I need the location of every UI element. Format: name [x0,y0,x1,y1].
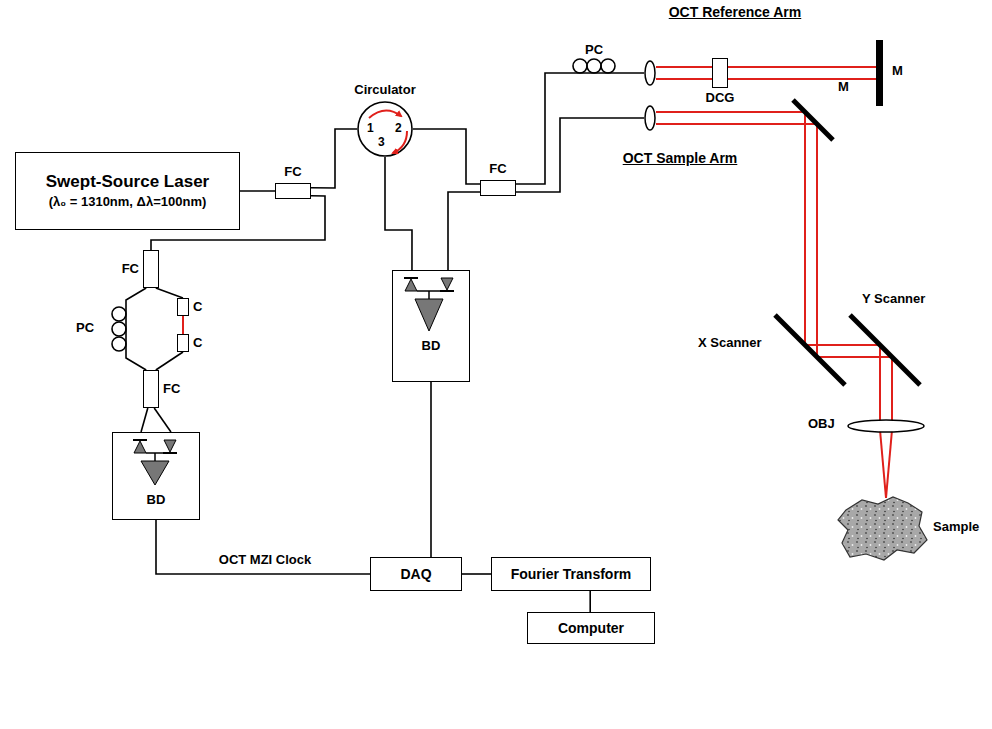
collimator-lens [645,106,655,130]
reference-beam [728,67,876,79]
port-number: 3 [378,136,385,150]
laser-box: Swept-Source Laser (λ₀ = 1310nm, Δλ=100nm… [15,152,240,230]
circulator-symbol [357,101,413,157]
y-scanner-mirror [850,315,920,385]
collimator: C [177,334,189,352]
optical-fiber [311,129,357,188]
part-label: PC [76,321,94,336]
sample-tissue [838,497,927,560]
polarization-controller [573,59,615,73]
fiber-coupler: FC [143,370,159,408]
node-label: FC [489,162,506,177]
dispersion-grating: DCG [712,58,728,88]
fold-mirror [793,100,833,140]
node-label: Fourier Transform [511,566,632,582]
process-box: Fourier Transform [491,557,651,591]
circulator: Circulator123 [357,101,413,157]
free-space-link [183,316,184,334]
optical-fiber [141,408,148,432]
collimator-lens [645,61,655,85]
fiber-coupler: FC [143,250,159,288]
part-label: PC [585,43,603,58]
optical-fiber [156,352,183,370]
node-label: Computer [558,620,624,636]
polarization-controller [112,307,126,351]
process-box: DAQ [370,557,462,591]
balanced-detector: BD [112,432,200,520]
node-label: Circulator [354,83,415,98]
signal-label: OCT MZI Clock [217,553,313,568]
collimator: C [177,298,189,316]
optical-fiber [240,191,275,192]
section-title: OCT Sample Arm [623,150,738,166]
reference-mirror [876,40,883,106]
section-title: OCT Reference Arm [669,4,802,20]
port-number: 1 [367,122,374,136]
part-label: Sample [933,520,979,535]
photodiode-symbol [391,269,469,381]
port-number: (λ₀ = 1310nm, Δλ=100nm) [49,195,207,210]
optical-fiber [126,288,146,370]
part-label: M [892,64,903,79]
node-label: FC [284,165,301,180]
optical-fiber [385,157,412,270]
optical-fiber [516,67,712,184]
node-label: DCG [706,91,735,106]
optical-fiber [156,520,370,574]
process-box: Computer [527,612,655,644]
fiber-coupler: FC [480,180,516,196]
node-label: BD [147,493,166,508]
x-scanner-mirror [775,315,845,385]
optical-fiber [431,382,432,557]
sample-beam [656,112,892,498]
optical-fiber [590,591,591,612]
node-label: FC [122,262,139,277]
optical-fiber [413,129,480,184]
node-label: C [193,300,202,315]
node-label: Swept-Source Laser [46,172,209,192]
node-label: DAQ [400,566,431,582]
optical-fiber [462,574,491,575]
balanced-detector: BD [392,270,470,382]
optical-fiber [448,192,480,270]
part-label: X Scanner [698,336,762,351]
optical-fiber [156,288,183,298]
fiber-coupler: FC [275,183,311,199]
optical-fiber [154,408,171,432]
node-label: BD [422,339,441,354]
node-label: C [193,336,202,351]
objective-lens [848,420,924,432]
part-label: OBJ [808,417,835,432]
part-label: M [838,80,849,95]
part-label: Y Scanner [862,292,925,307]
port-number: 2 [395,122,402,136]
node-label: FC [163,382,180,397]
